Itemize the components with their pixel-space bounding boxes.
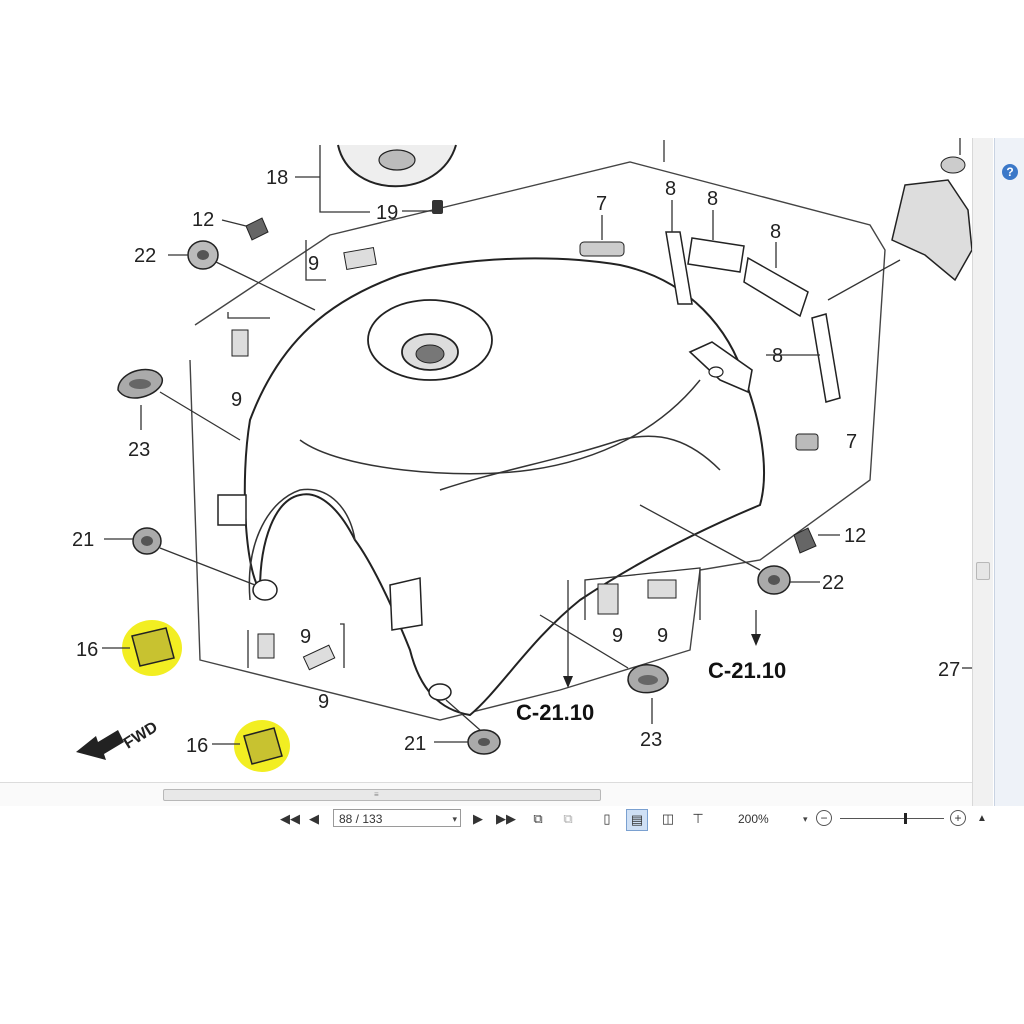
tank-side-contour — [439, 435, 721, 491]
zoom-out-icon[interactable]: − — [816, 810, 832, 826]
callout-21-left: 21 — [72, 529, 94, 551]
bracket-18 — [319, 145, 370, 213]
horizontal-scrollbar[interactable]: ≡ — [0, 782, 972, 807]
paste-page-icon[interactable]: ⧉ — [563, 811, 573, 826]
callout-8-b: 8 — [707, 188, 718, 210]
callout-9-d: 9 — [318, 691, 329, 713]
grip-icon: ≡ — [374, 790, 379, 799]
continuous-page-icon[interactable]: ▤ — [626, 809, 648, 831]
bracket-hole — [708, 366, 724, 378]
spacer-16-b — [243, 727, 283, 765]
horizontal-scroll-thumb[interactable]: ≡ — [163, 789, 601, 801]
pad-9-f — [647, 579, 677, 599]
help-icon[interactable]: ? — [1002, 164, 1018, 180]
pad-9-c — [257, 633, 275, 659]
callout-23-bottom: 23 — [640, 729, 662, 751]
single-page-icon[interactable]: ▯ — [603, 811, 611, 826]
strip-8-d — [811, 313, 841, 403]
callout-19: 19 — [376, 202, 398, 224]
fwd-arrow — [76, 730, 124, 760]
tank-inner-ridge — [299, 379, 701, 475]
callout-18: 18 — [266, 167, 288, 189]
fuel-tank — [243, 257, 765, 717]
pad-9-e — [597, 583, 619, 615]
callout-22-top: 22 — [134, 245, 156, 267]
pump-screw — [432, 200, 443, 214]
callout-7-top: 7 — [596, 193, 607, 215]
callout-16-a: 16 — [76, 639, 98, 661]
rear-mount-eye — [428, 683, 452, 701]
right-side-panel: ? — [994, 138, 1024, 806]
pad-7-top — [579, 241, 625, 257]
pad-7-right — [795, 433, 819, 451]
callout-8-c: 8 — [770, 221, 781, 243]
pump-center — [378, 149, 416, 171]
callout-9-b: 9 — [231, 389, 242, 411]
spacer-16-a — [131, 627, 175, 667]
callout-12-top: 12 — [192, 209, 214, 231]
zoom-slider[interactable] — [840, 818, 944, 819]
callout-16-b: 16 — [186, 735, 208, 757]
callout-8-a: 8 — [665, 178, 676, 200]
next-page-icon[interactable]: ▶ — [473, 811, 483, 826]
strip-8-a — [665, 231, 693, 305]
callout-9-f: 9 — [657, 625, 668, 647]
parts-diagram: FWD 18 19 12 22 9 9 9 9 9 9 7 7 8 8 8 8 … — [72, 138, 973, 772]
strip-8-b — [687, 237, 745, 273]
tank-knee-recess — [248, 488, 356, 601]
assembly-outline — [189, 161, 886, 721]
last-page-icon[interactable]: ▶▶ — [496, 811, 516, 826]
front-mount-tab — [217, 494, 247, 526]
page-number-text: 88 / 133 — [339, 812, 383, 826]
chevron-down-icon[interactable]: ▾ — [452, 814, 457, 824]
pad-9-d — [302, 644, 336, 671]
page-number-field[interactable]: 88 / 133 ▾ — [333, 809, 461, 827]
under-bracket — [389, 577, 423, 631]
reference-right: C-21.10 — [708, 658, 786, 683]
callout-21-bottom: 21 — [404, 733, 426, 755]
fit-page-icon[interactable]: ⊤ — [692, 811, 704, 826]
filler-neck-hole — [415, 344, 445, 364]
callout-23-left: 23 — [128, 439, 150, 461]
first-page-icon[interactable]: ◀◀ — [280, 811, 300, 826]
seat-lock-part — [891, 179, 973, 282]
clip-12-top — [245, 217, 269, 241]
strip-8-c — [743, 256, 809, 318]
vertical-scrollbar[interactable] — [972, 138, 993, 806]
zoom-in-icon[interactable]: + — [950, 810, 966, 826]
expand-icon[interactable]: ▲ — [977, 813, 987, 824]
copy-page-icon[interactable]: ⧉ — [533, 811, 543, 826]
callout-12-right: 12 — [844, 525, 866, 547]
pad-9-b — [231, 329, 249, 357]
front-mount-eye — [252, 579, 278, 601]
reference-bottom: C-21.10 — [516, 700, 594, 725]
zoom-slider-handle[interactable] — [904, 813, 907, 824]
viewer-toolbar: ◀◀ ◀ 88 / 133 ▾ ▶ ▶▶ ⧉ ⧉ ▯ ▤ ◫ ⊤ 200% ▾ … — [0, 806, 994, 833]
pdf-viewer: FWD 18 19 12 22 9 9 9 9 9 9 7 7 8 8 8 8 … — [0, 138, 1024, 880]
zoom-dropdown-icon[interactable]: ▾ — [803, 814, 808, 824]
previous-page-icon[interactable]: ◀ — [309, 811, 319, 826]
two-page-icon[interactable]: ◫ — [661, 811, 675, 826]
zoom-level[interactable]: 200% — [738, 812, 769, 826]
pad-9-a — [343, 246, 377, 271]
callout-9-c: 9 — [300, 626, 311, 648]
callout-22-right: 22 — [822, 572, 844, 594]
clip-12-right — [793, 527, 817, 554]
callout-8-d: 8 — [772, 345, 783, 367]
callout-27: 27 — [938, 659, 960, 681]
callout-9-e: 9 — [612, 625, 623, 647]
fwd-label: FWD — [121, 719, 161, 753]
vertical-scroll-thumb[interactable] — [976, 562, 990, 580]
status-area — [0, 832, 1024, 880]
callout-9-a: 9 — [308, 253, 319, 275]
callout-7-right: 7 — [846, 431, 857, 453]
